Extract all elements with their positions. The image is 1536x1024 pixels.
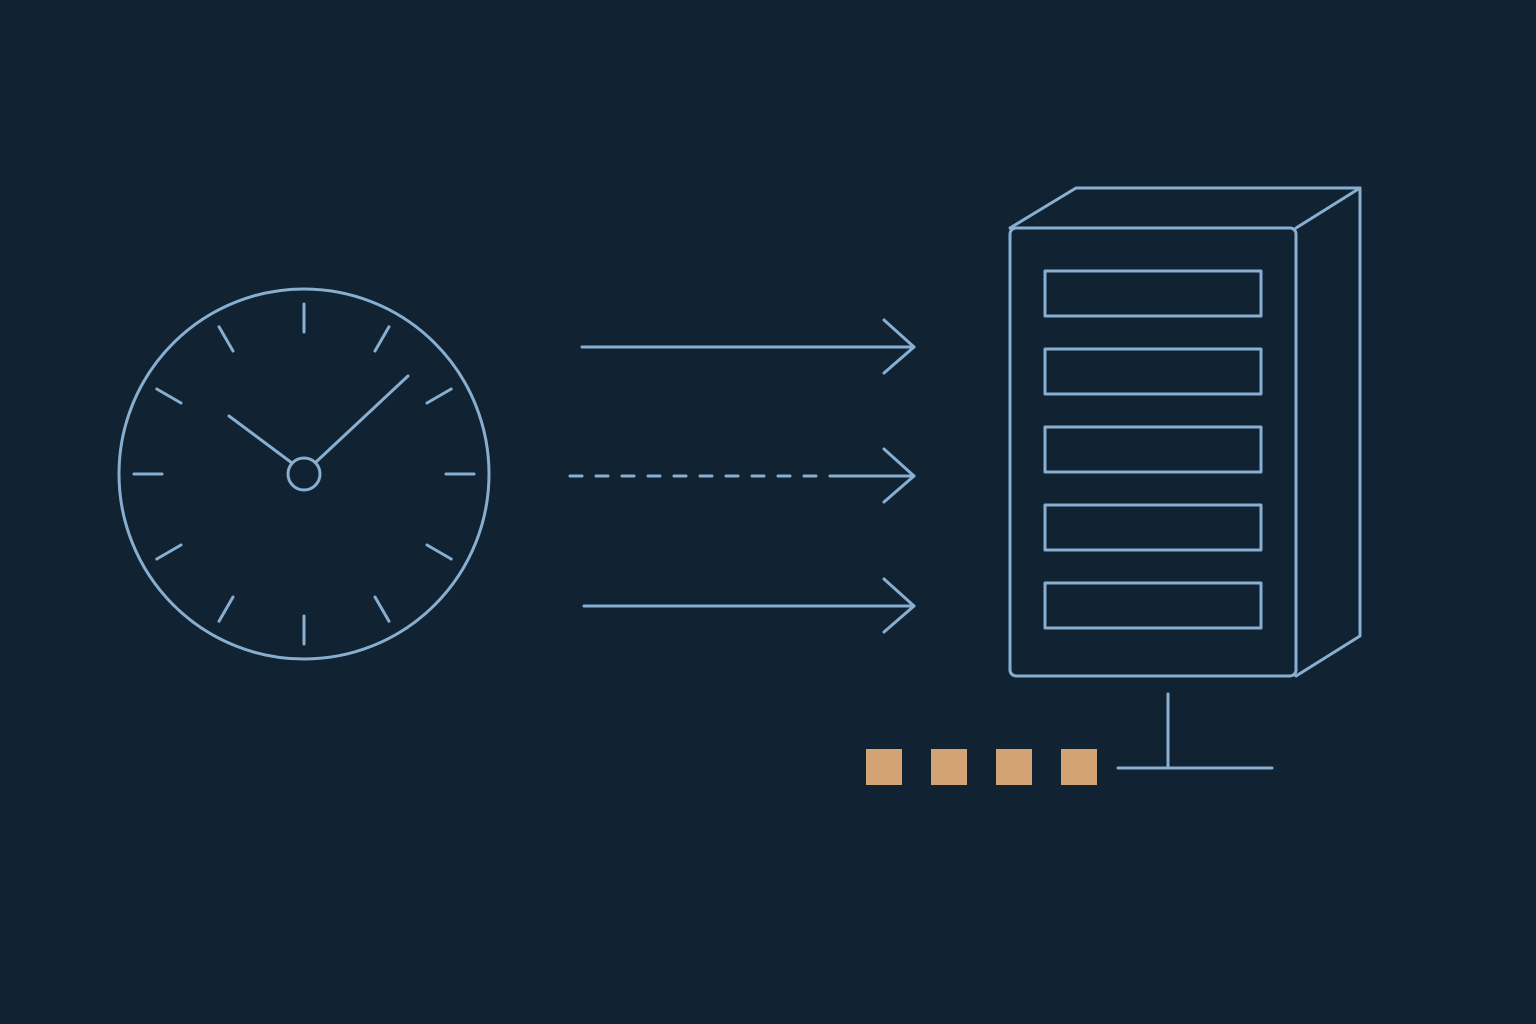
arrow-head xyxy=(882,318,916,375)
dashed-arrow-middle xyxy=(568,447,916,504)
queue-block xyxy=(996,749,1032,785)
server-slot xyxy=(1043,581,1263,630)
server-slots xyxy=(1043,269,1263,630)
server-slot xyxy=(1043,503,1263,552)
clock-tick xyxy=(373,325,391,353)
solid-arrow-bottom xyxy=(582,577,916,634)
clock-ticks xyxy=(132,302,476,646)
queue-block xyxy=(931,749,967,785)
clock-tick xyxy=(155,543,183,561)
queue-block xyxy=(866,749,902,785)
server-side xyxy=(1294,186,1362,678)
clock-tick xyxy=(373,595,391,623)
server-slot xyxy=(1043,269,1263,318)
server-front xyxy=(1008,226,1298,678)
clock-minute-hand xyxy=(314,374,410,464)
clock-tick xyxy=(217,595,235,623)
clock-tick xyxy=(425,387,453,405)
connector-arrows xyxy=(568,318,916,634)
clock-tick xyxy=(425,543,453,561)
clock-tick xyxy=(155,387,183,405)
clock-face xyxy=(117,287,491,661)
arrow-head xyxy=(882,447,916,504)
network-connector xyxy=(1116,692,1274,770)
queue-blocks-icon xyxy=(866,749,1097,785)
clock-hour-hand xyxy=(227,414,294,465)
clock-tick xyxy=(217,325,235,353)
clock-center xyxy=(286,456,322,492)
server-slot xyxy=(1043,347,1263,396)
queue-block xyxy=(1061,749,1097,785)
server-slot xyxy=(1043,425,1263,474)
server-top xyxy=(1008,186,1362,230)
server-rack-icon xyxy=(1008,186,1362,678)
solid-arrow-top xyxy=(580,318,916,375)
clock-icon xyxy=(117,287,491,661)
arrow-head xyxy=(882,577,916,634)
